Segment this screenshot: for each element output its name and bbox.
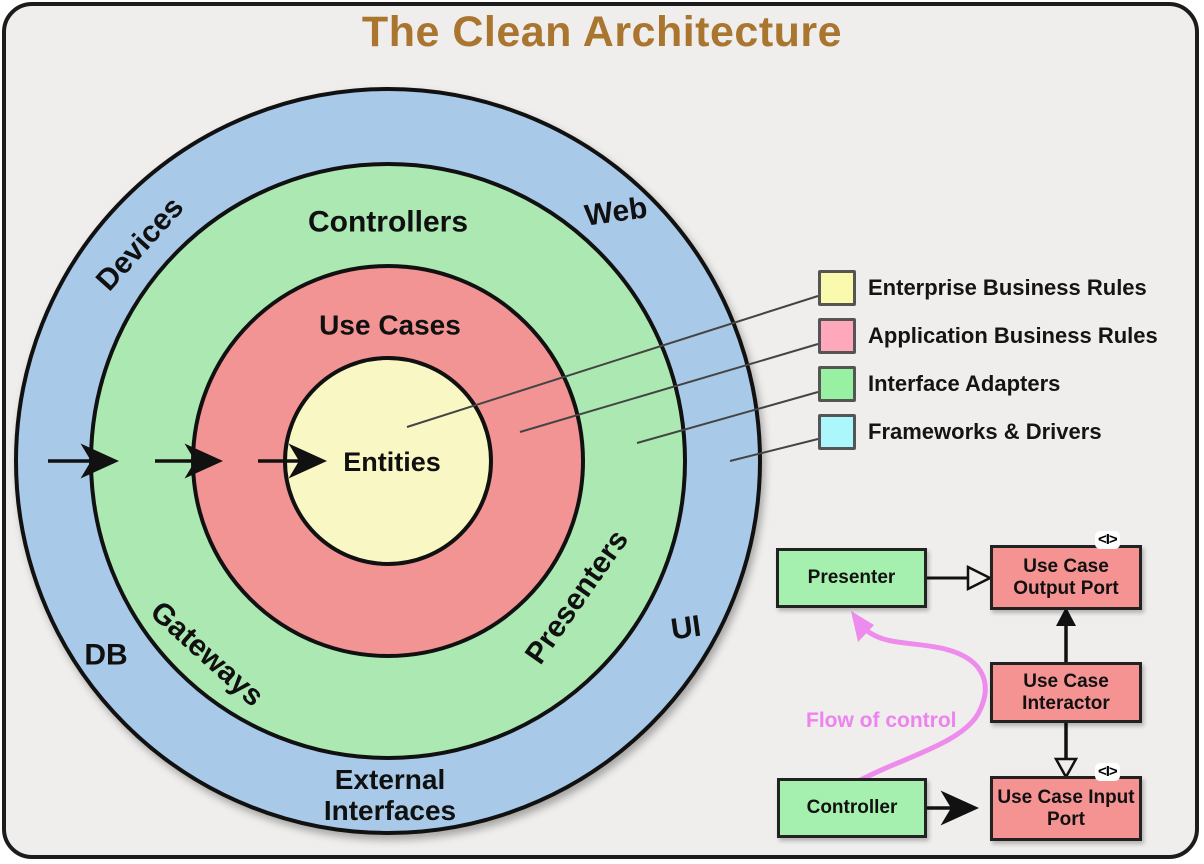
open-triangle-icon [966,564,993,592]
use-case-interactor-box: Use Case Interactor [990,662,1142,723]
application-swatch-icon [818,318,856,354]
interface-marker-icon: <I> [1095,763,1120,781]
use-case-output-port-box: Use Case Output Port [990,545,1142,610]
ring-label-external-interfaces: External Interfaces [323,764,457,826]
ring-label-ui: UI [668,609,704,647]
ring-label-db: DB [84,638,128,672]
leader-line-application [519,343,819,433]
open-triangle-icon [1053,757,1079,780]
frameworks-swatch-icon [818,414,856,450]
legend-label: Frameworks & Drivers [868,419,1102,444]
filled-triangle-icon [1056,607,1076,626]
legend-leader-lines [406,295,819,462]
ring-label-entities: Entities [343,447,441,478]
flow-of-control-arrowhead-icon [851,611,874,642]
legend-item-frameworks: Frameworks & Drivers [818,414,1102,450]
legend-label: Enterprise Business Rules [868,275,1147,300]
leader-line-enterprise [406,295,819,428]
legend-item-enterprise: Enterprise Business Rules [818,270,1147,306]
interface-marker-icon: <I> [1095,531,1120,549]
adapters-swatch-icon [818,366,856,402]
legend-label: Interface Adapters [868,371,1061,396]
ring-label-use-cases: Use Cases [319,309,461,341]
use-case-input-port-box: Use Case Input Port [990,776,1142,841]
concentric-circles [14,87,762,835]
flow-of-control-label: Flow of control [806,709,957,732]
legend-item-adapters: Interface Adapters [818,366,1060,402]
presenter-box: Presenter [776,548,927,608]
enterprise-swatch-icon [818,270,856,306]
legend-item-application: Application Business Rules [818,318,1158,354]
leader-line-frameworks [729,438,819,462]
page-title: The Clean Architecture [361,8,843,56]
leader-line-adapters [636,391,819,444]
ring-label-controllers: Controllers [307,205,469,239]
flow-of-control-curve [854,627,988,785]
legend-label: Application Business Rules [868,323,1158,348]
flow-connectors [851,564,1079,826]
controller-box: Controller [777,778,927,838]
